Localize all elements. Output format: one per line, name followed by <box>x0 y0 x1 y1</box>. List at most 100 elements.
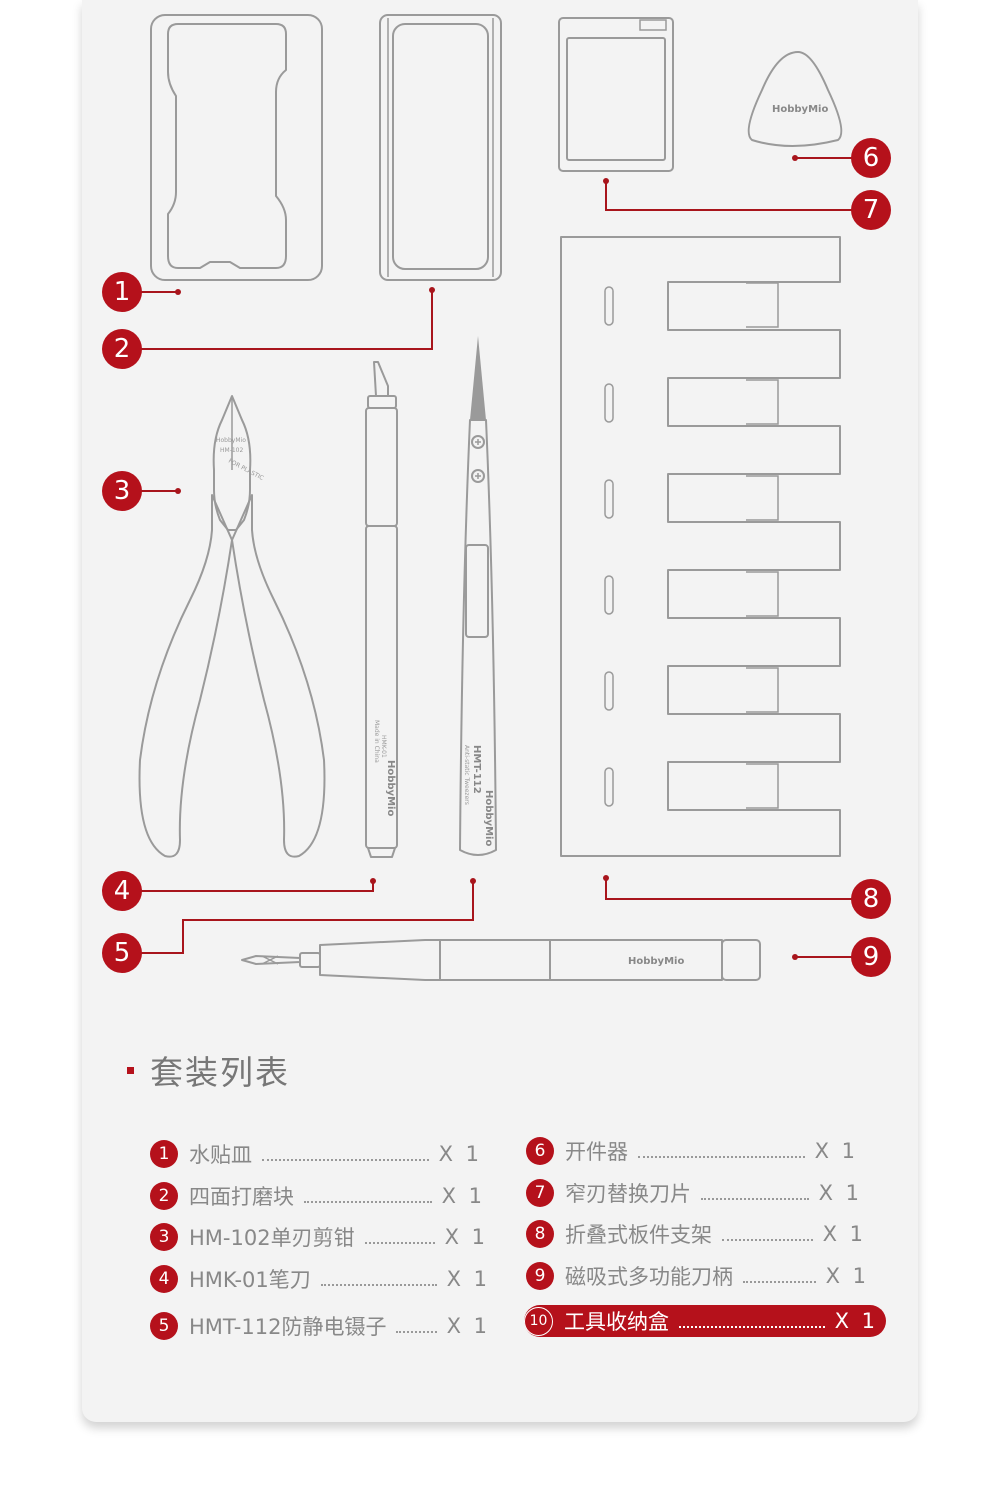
section-title: 套装列表 <box>150 1053 290 1092</box>
callout-3-label: 3 <box>114 476 131 506</box>
list-item: 3 HM-102单刃剪钳 X 1 <box>150 1221 488 1253</box>
stand-slot <box>604 383 614 423</box>
list-item: 2 四面打磨块 X 1 <box>150 1180 485 1212</box>
list-item-qty: X 1 <box>441 1184 485 1208</box>
callout-8-label: 8 <box>863 884 880 914</box>
list-item: 10 工具收纳盒 X 1 <box>524 1305 886 1337</box>
list-item-name: HM-102单刃剪钳 <box>189 1226 355 1250</box>
side-cutter: HobbyMio HM-102 FOR PLASTIC <box>138 395 326 858</box>
callout-2 <box>102 329 142 369</box>
list-item: 8 折叠式板件支架 X 1 <box>526 1218 866 1250</box>
list-item-qty: X 1 <box>834 1309 878 1333</box>
list-item-name: 水贴皿 <box>189 1143 252 1167</box>
dot-leader <box>743 1281 816 1283</box>
list-item-qty: X 1 <box>822 1222 866 1246</box>
parts-stand <box>560 236 841 857</box>
decal-dish <box>150 14 323 281</box>
opener-brand-text: HobbyMio <box>772 104 828 115</box>
hobby-knife: HobbyMio Made in China HMK-01 <box>365 361 398 858</box>
list-item-qty: X 1 <box>446 1267 490 1291</box>
list-item-name: 工具收纳盒 <box>564 1310 669 1334</box>
callout-6-label: 6 <box>863 143 880 173</box>
pliers-model-text: HM-102 <box>220 447 243 454</box>
list-item-name: 磁吸式多功能刀柄 <box>565 1265 733 1289</box>
stand-slot <box>604 671 614 711</box>
stand-tab <box>746 282 779 328</box>
list-item-number: 2 <box>150 1182 178 1210</box>
list-item-number: 10 <box>524 1306 553 1336</box>
list-item-name: 四面打磨块 <box>189 1185 294 1209</box>
list-item-number: 9 <box>526 1262 554 1290</box>
list-item-number: 6 <box>526 1137 554 1165</box>
stand-tab <box>746 379 779 425</box>
knife-origin-text: Made in China <box>373 720 380 763</box>
section-bullet <box>127 1067 134 1074</box>
list-item-name: HMK-01笔刀 <box>189 1268 311 1292</box>
list-item-qty: X 1 <box>818 1181 862 1205</box>
stand-slot <box>604 767 614 807</box>
stand-slot <box>604 575 614 615</box>
list-item-number: 4 <box>150 1265 178 1293</box>
callout-6 <box>851 138 891 178</box>
leader-lines <box>122 155 871 960</box>
dot-leader <box>304 1201 432 1203</box>
opener-pick: HobbyMio <box>747 51 843 147</box>
callout-9 <box>851 937 891 977</box>
sanding-block <box>379 14 502 281</box>
tweezers-brand-text: HobbyMio <box>483 790 494 846</box>
dot-leader <box>364 1242 435 1244</box>
callout-7-label: 7 <box>863 195 880 225</box>
stand-tab <box>746 667 779 713</box>
list-item: 6 开件器 X 1 <box>526 1135 858 1167</box>
stand-tab <box>746 475 779 521</box>
list-item-name: 折叠式板件支架 <box>565 1223 712 1247</box>
list-item-qty: X 1 <box>814 1139 858 1163</box>
list-item-number: 3 <box>150 1223 178 1251</box>
list-item: 9 磁吸式多功能刀柄 X 1 <box>526 1260 869 1292</box>
list-item-name: HMT-112防静电镊子 <box>189 1315 387 1339</box>
callout-9-label: 9 <box>863 942 880 972</box>
callout-2-label: 2 <box>114 334 131 364</box>
callout-1-label: 1 <box>114 277 131 307</box>
list-item: 1 水贴皿 X 1 <box>150 1138 482 1170</box>
dot-leader <box>638 1156 805 1158</box>
list-item-qty: X 1 <box>444 1225 488 1249</box>
stand-tab <box>746 763 779 809</box>
list-item: 4 HMK-01笔刀 X 1 <box>150 1263 490 1295</box>
dot-leader <box>396 1331 437 1333</box>
list-item-name: 开件器 <box>565 1140 628 1164</box>
dot-leader <box>701 1198 809 1200</box>
list-item: 7 窄刃替换刀片 X 1 <box>526 1177 862 1209</box>
list-item-number: 8 <box>526 1220 554 1248</box>
tweezers-model-text: HMT-112 <box>471 745 482 794</box>
list-item-qty: X 1 <box>825 1264 869 1288</box>
list-item-number: 1 <box>150 1140 178 1168</box>
dot-leader <box>679 1326 825 1328</box>
stand-slot <box>604 479 614 519</box>
knife-brand-text: HobbyMio <box>385 760 396 816</box>
list-item-number: 7 <box>526 1179 554 1207</box>
dot-leader <box>262 1159 429 1161</box>
blade-pack <box>558 17 674 172</box>
callout-4 <box>102 871 142 911</box>
callout-3 <box>102 471 142 511</box>
pliers-brand-text: HobbyMio <box>216 437 246 444</box>
callout-4-label: 4 <box>114 876 131 906</box>
magnetic-handle: HobbyMio <box>241 939 761 981</box>
parts-diagram: HobbyMio HobbyMio HM-102 FOR PLASTIC Hob… <box>102 14 891 981</box>
list-item-qty: X 1 <box>438 1142 482 1166</box>
dot-leader <box>320 1284 437 1286</box>
handle-brand-text: HobbyMio <box>628 956 684 967</box>
stand-slot <box>604 286 614 326</box>
callout-7 <box>851 190 891 230</box>
list-item-name: 窄刃替换刀片 <box>565 1182 691 1206</box>
callout-5-label: 5 <box>114 938 131 968</box>
product-card: HobbyMio HobbyMio HM-102 FOR PLASTIC Hob… <box>82 0 918 1422</box>
tweezers: HMT-112 Anti-static Tweezers HobbyMio <box>459 336 497 856</box>
knife-model-text: HMK-01 <box>380 735 387 758</box>
dot-leader <box>722 1239 813 1241</box>
list-item-qty: X 1 <box>446 1314 490 1338</box>
callout-5 <box>102 933 142 973</box>
tweezers-note-text: Anti-static Tweezers <box>463 745 470 805</box>
